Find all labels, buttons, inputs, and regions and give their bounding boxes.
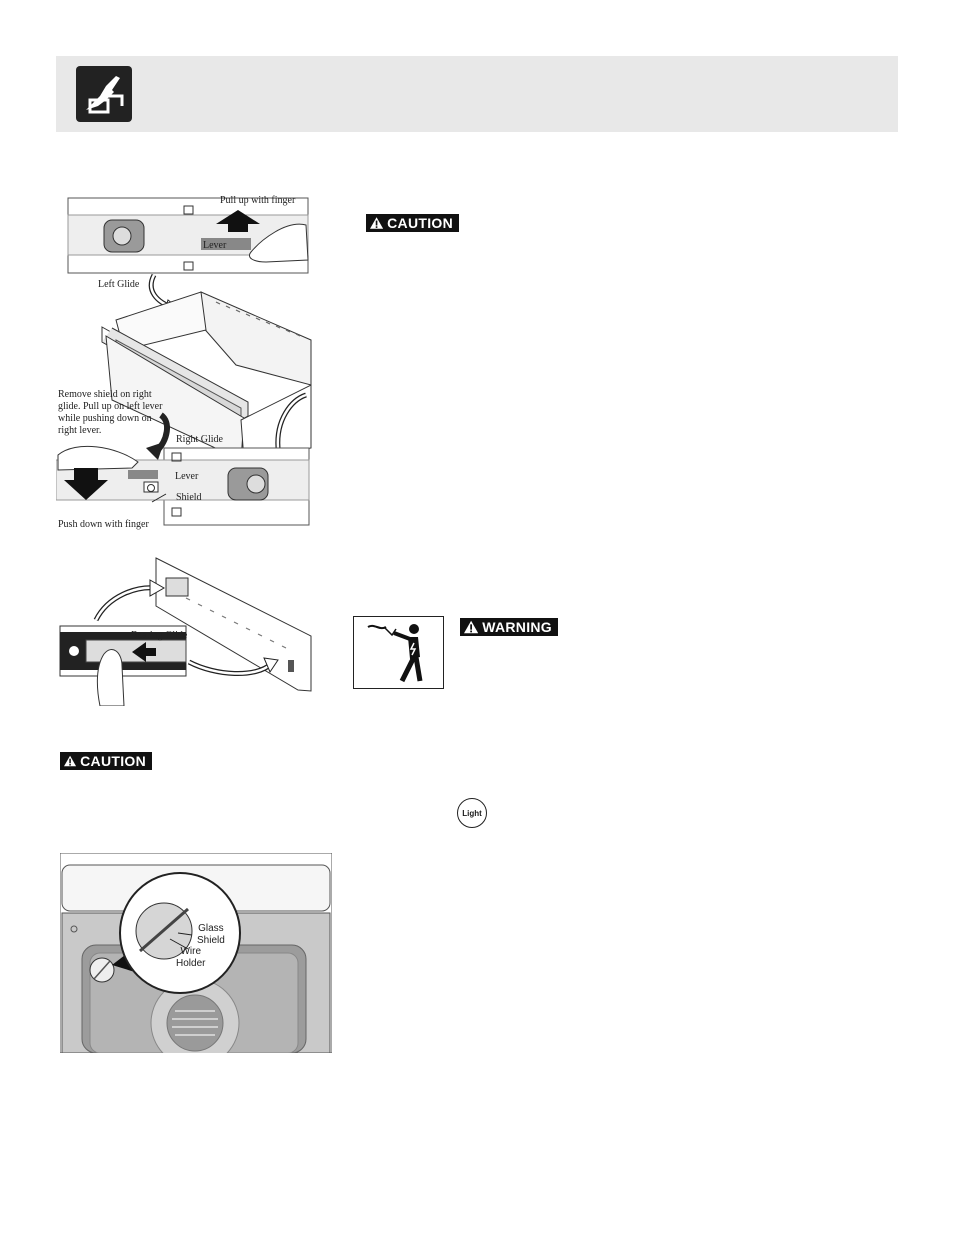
alert-triangle-icon [370, 217, 384, 229]
bearing-glide-label: Bearing Glide [131, 630, 188, 641]
lever-right-label: Lever [175, 471, 199, 482]
page-header-banner [56, 56, 898, 132]
caution-badge-bottom: CAUTION [60, 752, 152, 770]
right-glide-label: Right Glide [176, 434, 223, 445]
shield-label: Shield [176, 492, 202, 503]
left-glide-label: Left Glide [98, 279, 140, 290]
light-key-label: Light [462, 808, 482, 818]
light-key-icon: Light [457, 798, 487, 828]
hand-removing-drawer-icon [76, 66, 132, 122]
pull-up-label: Pull up with finger [220, 195, 296, 206]
left-glide-inset [67, 197, 309, 274]
warning-badge: WARNING [460, 618, 558, 636]
electric-shock-icon [353, 616, 444, 689]
bearing-glide-figure [59, 557, 312, 706]
remove-shield-note: Remove shield on right glide. Pull up on… [58, 389, 163, 436]
alert-triangle-icon [64, 755, 77, 767]
drawer-removal-figure [56, 197, 312, 526]
lever-left-label: Lever [203, 240, 227, 251]
right-glide-inset [56, 445, 310, 526]
caution-badge-top: CAUTION [366, 214, 459, 232]
glass-shield-label: Glass Shield [197, 923, 225, 946]
oven-light-figure [60, 853, 332, 1053]
alert-triangle-icon [464, 620, 479, 634]
push-down-label: Push down with finger [58, 519, 149, 530]
wire-holder-label: Wire Holder [176, 946, 206, 969]
